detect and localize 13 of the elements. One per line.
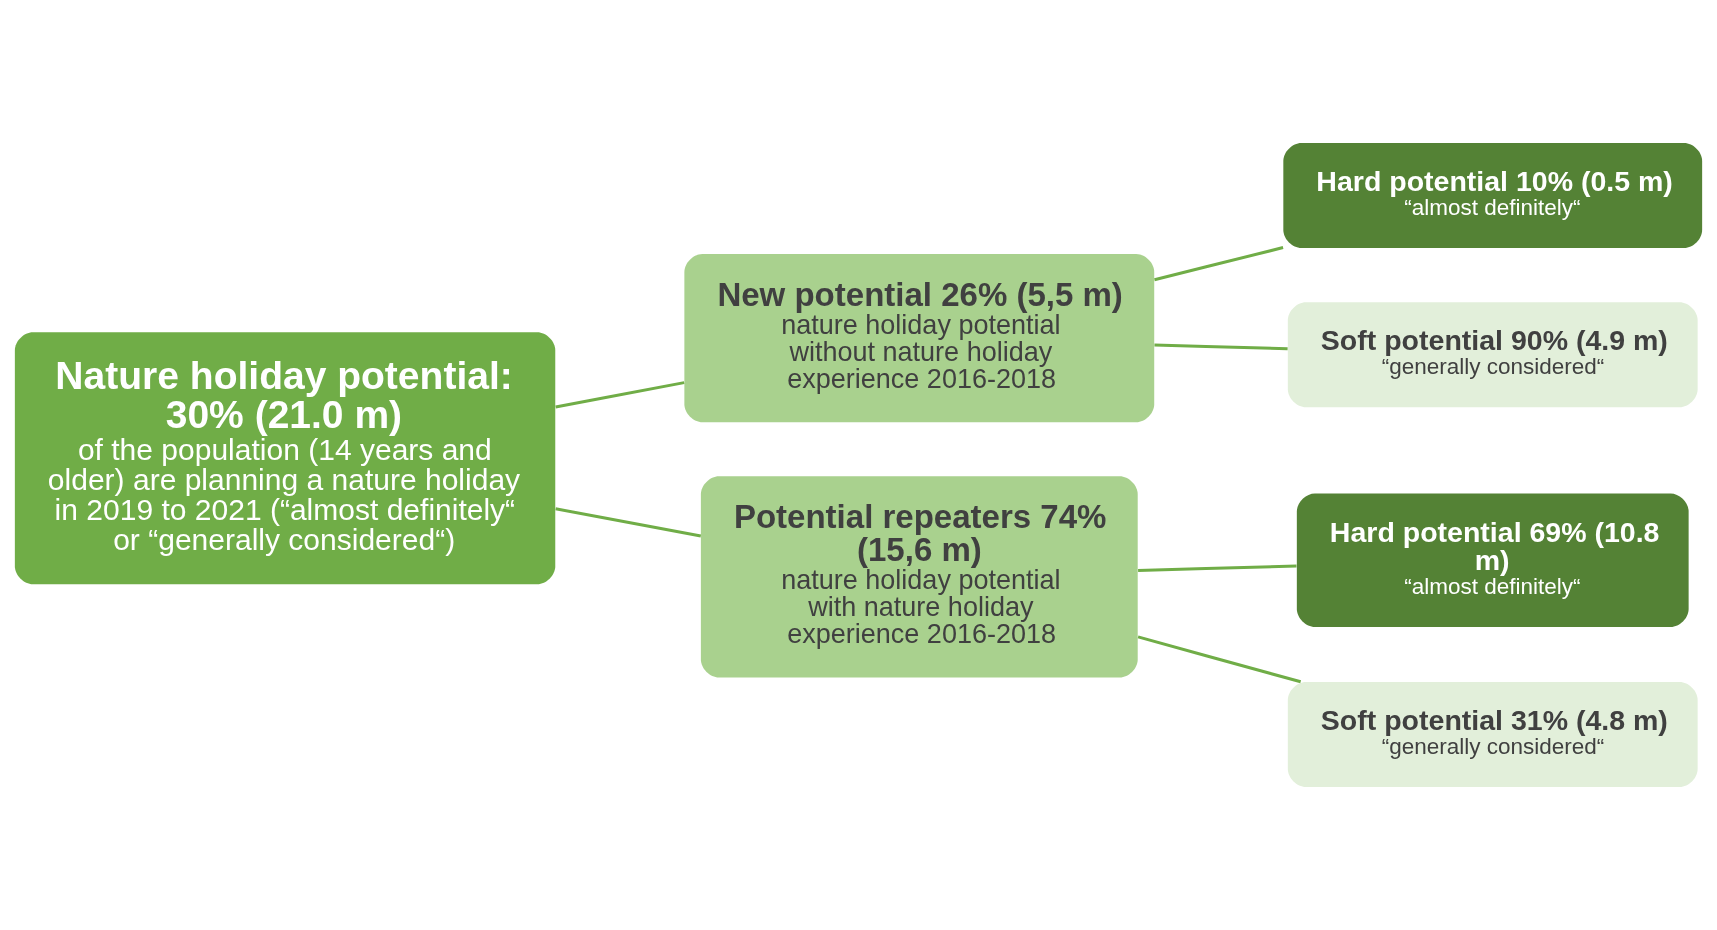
node-box: Soft potential 31% (4.8 m) “generally considered“ bbox=[1287, 681, 1698, 787]
connector bbox=[555, 381, 685, 409]
connector bbox=[1138, 564, 1297, 573]
connector bbox=[555, 507, 702, 538]
connector bbox=[1154, 246, 1284, 282]
node-box: Potential repeaters 74% (15,6 m) nature holiday potential with nature holiday experience 2016-2018 bbox=[700, 476, 1138, 678]
node-box: New potential 26% (5,5 m) nature holiday potential without nature holiday experience 2016-2018 bbox=[684, 254, 1155, 423]
node-box: Nature holiday potential: 30% (21.0 m) of the population (14 years and older) are planning a nature holiday in 2019 to 2021 (“almost definitely“ or “generally considered“) bbox=[14, 332, 556, 585]
node-box: Hard potential 69% (10.8 m) “almost definitely“ bbox=[1296, 493, 1689, 628]
connector bbox=[1154, 343, 1288, 351]
connector bbox=[1137, 635, 1302, 684]
node-box: Hard potential 10% (0.5 m) “almost definitely“ bbox=[1283, 143, 1703, 249]
node-box: Soft potential 90% (4.9 m) “generally considered“ bbox=[1287, 302, 1698, 408]
